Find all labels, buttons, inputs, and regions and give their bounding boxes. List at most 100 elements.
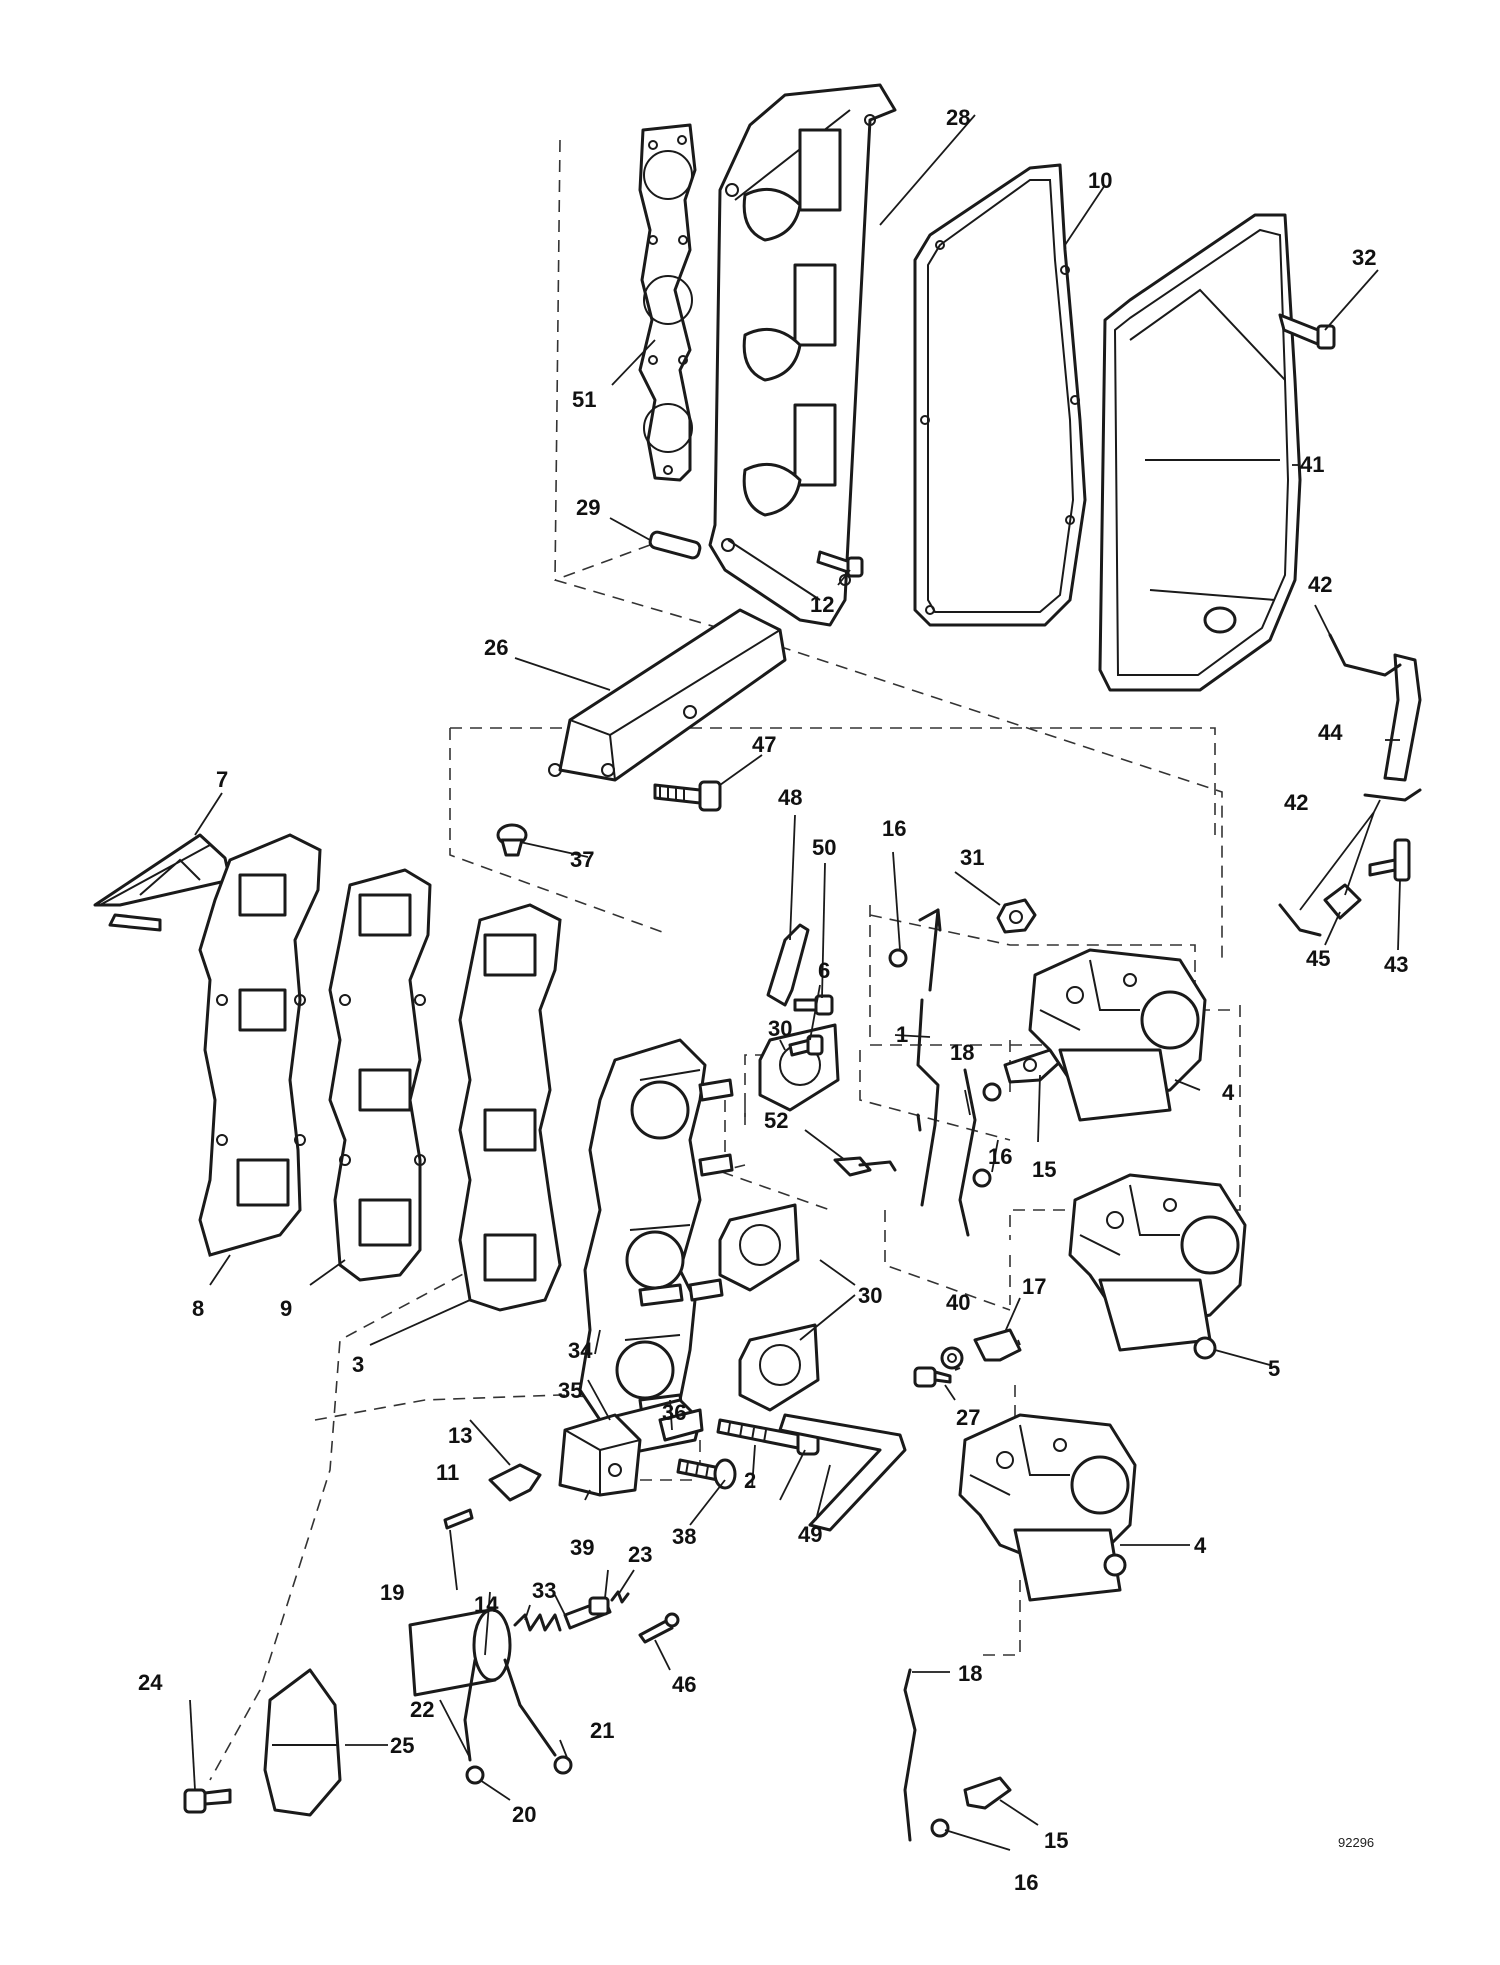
- callout-2: 2: [744, 1468, 756, 1493]
- part-31-nut: [996, 898, 1037, 934]
- part-16-nut-3: [972, 1168, 992, 1188]
- callout-6: 6: [818, 958, 830, 983]
- callout-30-upper: 30: [768, 1016, 792, 1041]
- part-4-carburetor-top: [1028, 948, 1207, 1122]
- part-13-clip: [488, 1463, 542, 1502]
- callout-5: 5: [1268, 1356, 1280, 1381]
- part-16-nut-1: [888, 948, 908, 968]
- part-47-bolt: [653, 780, 722, 812]
- part-26-bracket: [548, 608, 787, 782]
- callout-36: 36: [662, 1400, 686, 1425]
- callout-20: 20: [512, 1802, 536, 1827]
- callout-17: 17: [1022, 1274, 1046, 1299]
- callout-16-lower: 16: [1014, 1870, 1038, 1895]
- part-39-block: [558, 1413, 642, 1497]
- part-15-lever: [1003, 1048, 1064, 1084]
- callout-3: 3: [352, 1352, 364, 1377]
- callout-19: 19: [380, 1580, 404, 1605]
- part-43-fitting: [1368, 838, 1411, 882]
- part-20-terminal: [465, 1765, 485, 1785]
- callout-46: 46: [672, 1672, 696, 1697]
- callout-16-upper: 16: [882, 816, 906, 841]
- callout-42-lower: 42: [1284, 790, 1308, 815]
- callout-49: 49: [798, 1522, 822, 1547]
- callout-16-middle: 16: [988, 1144, 1012, 1169]
- callout-22: 22: [410, 1697, 434, 1722]
- callout-34: 34: [568, 1338, 593, 1363]
- part-8-gasket-dotted: [198, 833, 322, 1257]
- part-30-flange-gasket-2: [718, 1203, 800, 1292]
- part-25-bracket: [263, 1668, 342, 1817]
- callout-12: 12: [810, 592, 834, 617]
- callout-18-upper: 18: [950, 1040, 974, 1065]
- part-14-spring: [513, 1613, 562, 1632]
- part-24-screw: [183, 1788, 232, 1814]
- callout-50: 50: [812, 835, 836, 860]
- callout-15-upper: 15: [1032, 1157, 1056, 1182]
- part-18-choke-link: [958, 1068, 977, 1237]
- part-6-screw: [788, 1034, 824, 1057]
- callout-10: 10: [1088, 168, 1112, 193]
- part-48-bracket: [766, 923, 810, 1007]
- callout-8: 8: [192, 1296, 204, 1321]
- part-42-clamp-top: [1328, 633, 1402, 677]
- part-16-nut-2: [982, 1082, 1002, 1102]
- part-21-terminal: [553, 1755, 573, 1775]
- callout-21: 21: [590, 1718, 614, 1743]
- part-28-adapter-plate: [708, 83, 897, 627]
- part-32-screw: [1278, 313, 1336, 350]
- part-33-plunger: [563, 1596, 612, 1630]
- part-19-solenoid: [408, 1608, 557, 1762]
- callout-4-bottom: 4: [1194, 1533, 1207, 1558]
- callout-30-lower: 30: [858, 1283, 882, 1308]
- part-38-bolt: [676, 1458, 737, 1490]
- part-27-screw: [913, 1366, 952, 1388]
- callout-38: 38: [672, 1524, 696, 1549]
- callout-26: 26: [484, 635, 508, 660]
- callout-52: 52: [764, 1108, 788, 1133]
- callout-45: 45: [1306, 946, 1330, 971]
- callout-42-upper: 42: [1308, 572, 1332, 597]
- part-49-hose: [778, 1413, 907, 1532]
- callout-labels: 1 2 3 4 4 5 6 7 8 9 10 11 12 13 14 15 15…: [138, 105, 1408, 1895]
- callout-24: 24: [138, 1670, 163, 1695]
- part-18-lower-link: [903, 1668, 917, 1842]
- callout-47: 47: [752, 732, 776, 757]
- part-51-gasket-plate: [638, 123, 697, 482]
- callout-31: 31: [960, 845, 984, 870]
- callout-23: 23: [628, 1542, 652, 1567]
- part-52-clip: [833, 1156, 897, 1177]
- callout-4-top: 4: [1222, 1080, 1235, 1105]
- part-7-reed-plate: [93, 833, 232, 932]
- callout-37: 37: [570, 847, 594, 872]
- callout-14: 14: [474, 1592, 499, 1617]
- callout-32: 32: [1352, 245, 1376, 270]
- part-29-dowel-pin: [648, 530, 702, 560]
- part-46-screw: [638, 1612, 680, 1644]
- part-30-flange-gasket-3: [738, 1323, 820, 1412]
- part-40-washer: [940, 1346, 964, 1370]
- part-12-screw: [816, 550, 864, 578]
- callout-40: 40: [946, 1290, 970, 1315]
- callout-33: 33: [532, 1578, 556, 1603]
- callout-25: 25: [390, 1733, 414, 1758]
- part-4-carburetor-bottom: [958, 1413, 1137, 1602]
- callout-51: 51: [572, 387, 596, 412]
- part-42-clamp-bottom: [1278, 788, 1422, 937]
- part-1-link-rod: [916, 908, 942, 1207]
- callout-43: 43: [1384, 952, 1408, 977]
- part-50-screw: [793, 994, 834, 1016]
- part-44-hose: [1383, 653, 1422, 782]
- callout-41: 41: [1300, 452, 1324, 477]
- callout-15-lower: 15: [1044, 1828, 1068, 1853]
- callout-27: 27: [956, 1405, 980, 1430]
- callout-44: 44: [1318, 720, 1343, 745]
- figure-id: 92296: [1338, 1835, 1374, 1850]
- part-34-intake-body: [578, 1038, 734, 1422]
- callout-35: 35: [558, 1378, 582, 1403]
- callout-28: 28: [946, 105, 970, 130]
- callout-13: 13: [448, 1423, 472, 1448]
- part-37-plug: [496, 823, 528, 857]
